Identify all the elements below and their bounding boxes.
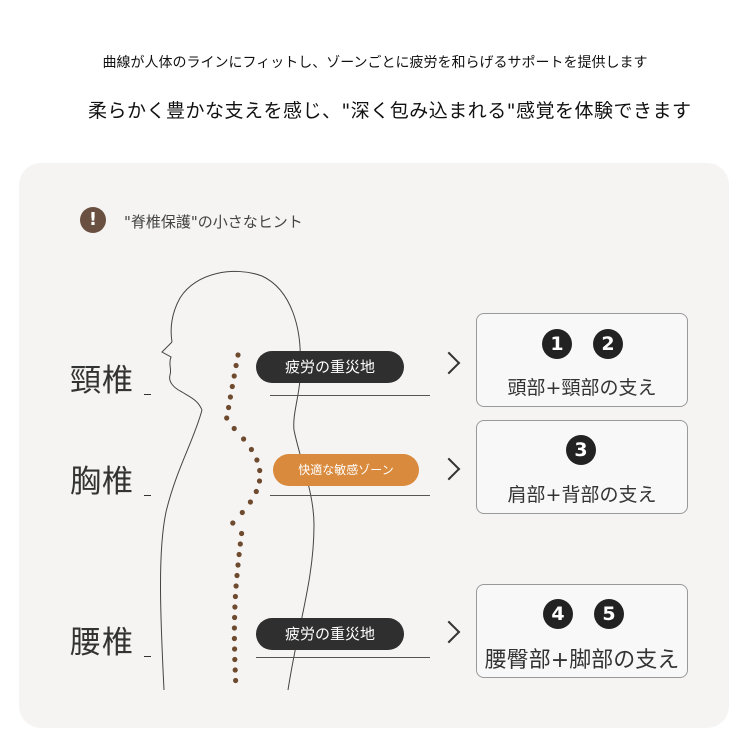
segment-tick xyxy=(144,495,151,496)
spine-dot xyxy=(233,583,239,589)
number-badge-1: 1 xyxy=(542,329,572,359)
segment-label-thoracic: 胸椎 xyxy=(70,464,134,500)
zone-pill-cervical: 疲労の重災地 xyxy=(256,351,404,383)
support-box-head-neck: 1 2 頭部+頸部の支え xyxy=(476,313,688,407)
support-box-waist-leg: 4 5 腰臀部+脚部の支え xyxy=(476,584,688,678)
spine-dot xyxy=(232,646,238,652)
zone-pill-lumbar: 疲労の重災地 xyxy=(256,618,404,650)
support-label: 肩部+背部の支え xyxy=(507,484,657,506)
spine-dot xyxy=(231,625,237,631)
segment-label-cervical: 頸椎 xyxy=(70,363,134,399)
header-line-2: 柔らかく豊かな支えを感じ、"深く包み込まれる"感覚を体験できます xyxy=(88,100,692,122)
divider-line xyxy=(270,495,430,496)
spine-dot xyxy=(253,488,259,495)
number-badge-5: 5 xyxy=(594,599,624,629)
spine-dot xyxy=(241,436,247,442)
number-badge-2: 2 xyxy=(593,329,623,359)
segment-tick xyxy=(144,394,151,395)
spine-dot xyxy=(235,562,241,568)
zone-pill-thoracic: 快適な敏感ゾーン xyxy=(273,454,419,486)
exclamation-icon: ! xyxy=(80,207,106,233)
spine-dot xyxy=(257,467,263,474)
spine-dot xyxy=(247,499,253,505)
spine-dot xyxy=(254,457,260,463)
tip-title: "脊椎保護"の小さなヒント xyxy=(124,213,303,231)
spine-dot xyxy=(235,352,241,358)
spine-dot xyxy=(239,509,245,516)
number-badge-3: 3 xyxy=(566,435,596,465)
header-line-1: 曲線が人体のラインにフィットし、ゾーンごとに疲労を和らげるサポートを提供します xyxy=(102,55,648,71)
support-label: 腰臀部+脚部の支え xyxy=(484,648,680,673)
spine-dot xyxy=(237,541,243,547)
spine-dot xyxy=(236,551,242,558)
spine-dot xyxy=(229,383,235,390)
support-label: 頭部+頸部の支え xyxy=(507,377,657,399)
spine-dot xyxy=(231,635,237,642)
divider-line xyxy=(270,395,430,396)
spine-dot xyxy=(233,677,239,684)
spine-dot xyxy=(256,478,263,484)
spine-dot xyxy=(234,572,240,579)
spine-dot xyxy=(232,614,238,621)
segment-label-lumbar: 腰椎 xyxy=(70,625,134,661)
divider-line xyxy=(256,657,430,658)
number-badge-4: 4 xyxy=(543,599,573,629)
spine-dot xyxy=(232,604,238,610)
spine-dot xyxy=(233,362,239,369)
spine-dot xyxy=(226,404,232,411)
spine-dot xyxy=(231,373,237,379)
spine-dot xyxy=(239,530,245,537)
support-box-shoulder-back: 3 肩部+背部の支え xyxy=(476,420,688,514)
spine-dot xyxy=(231,425,237,432)
spine-dot xyxy=(232,656,238,663)
segment-tick xyxy=(144,656,151,657)
spine-dot xyxy=(224,415,230,421)
spine-dot xyxy=(232,667,238,673)
spine-dot xyxy=(232,593,238,600)
spine-dot xyxy=(230,520,236,526)
spine-dot xyxy=(248,446,254,453)
spine-dot xyxy=(227,394,233,400)
